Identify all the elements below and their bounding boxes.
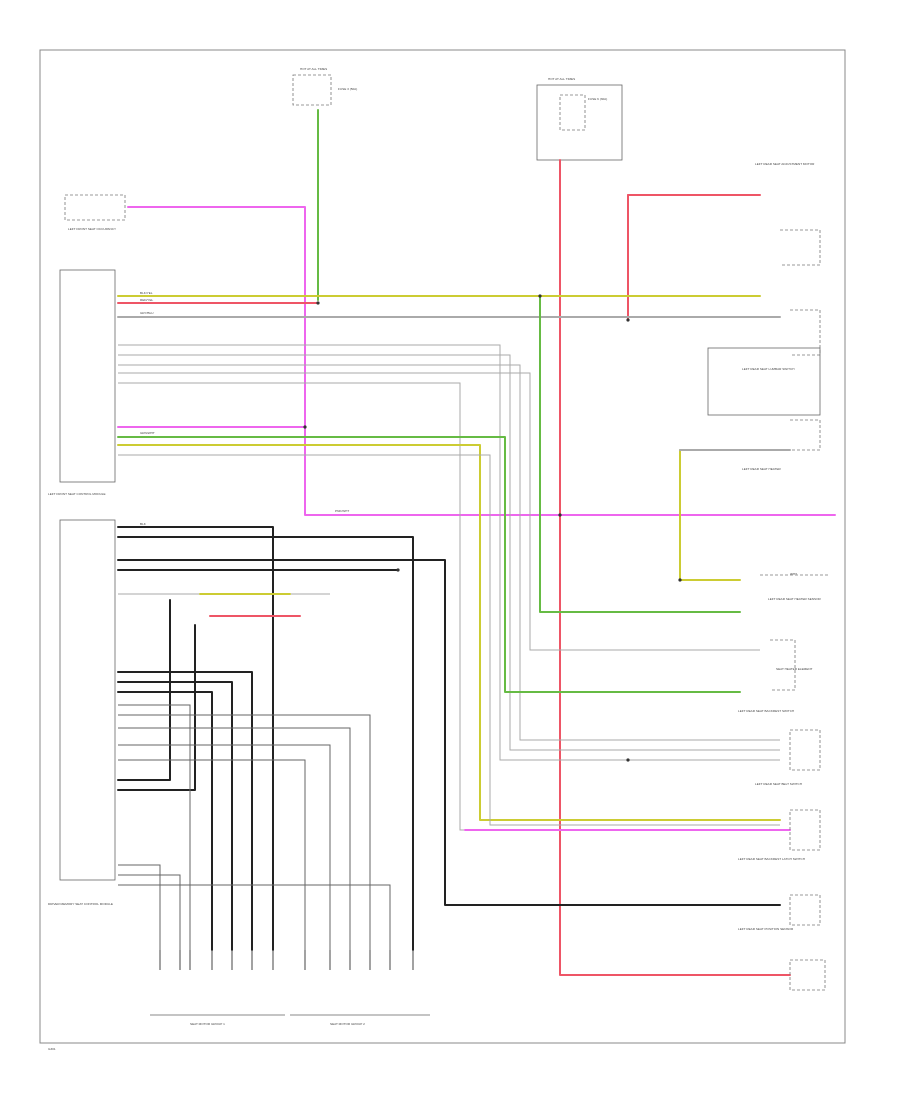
left-rear-adjustment-label: LEFT REAR SEAT ADJUSTMENT MOTOR	[755, 162, 815, 166]
fuse-left-label: FUSE 3 (50A)	[338, 87, 357, 91]
wire-label-yellow: BLK/YEL	[140, 291, 153, 295]
heater-sensor-label: LEFT REAR SEAT HEATER SENSOR	[768, 597, 821, 601]
wire-label-wht: WHT	[790, 572, 797, 576]
seat-control-module: LEFT FRONT SEAT CONTROL MODULE	[48, 269, 116, 496]
backrest-latch-label: LEFT REAR SEAT BACKREST LATCH SWITCH	[738, 857, 805, 861]
wire-label-black: BLK	[140, 522, 147, 526]
right-components: LEFT REAR SEAT ADJUSTMENT MOTOR LEFT REA…	[707, 162, 830, 991]
seat-control-module-label: LEFT FRONT SEAT CONTROL MODULE	[48, 492, 106, 496]
belt-switch-label: LEFT REAR SEAT BELT SWITCH	[755, 782, 802, 786]
motor-group-2-label: SEAT MOTOR GROUP 2	[330, 1022, 365, 1026]
junctions	[303, 294, 682, 762]
lower-wires	[117, 526, 781, 951]
wire-label-green: GRN/WHT	[140, 431, 155, 435]
seat-occupancy-label: LEFT FRONT SEAT OCCUPANCY	[68, 227, 116, 231]
seat-occupancy-component: LEFT FRONT SEAT OCCUPANCY	[64, 194, 126, 231]
fuse-box-left: HOT AT ALL TIMES FUSE 3 (50A)	[292, 67, 357, 106]
upper-wires	[117, 109, 836, 976]
seat-heater-label: LEFT REAR SEAT HEATER	[742, 467, 782, 471]
position-sensor-label: LEFT REAR SEAT POSITION SENSOR	[738, 927, 794, 931]
motor-groups: SEAT MOTOR GROUP 1 SEAT MOTOR GROUP 2	[150, 1014, 430, 1026]
wire-label-grey: GRY/BLU	[140, 311, 154, 315]
heater-element-label: SEAT HEATER ELEMENT	[776, 667, 813, 671]
fuse-right-label: FUSE 6 (30A)	[588, 97, 607, 101]
lumbar-switch-label: LEFT REAR SEAT LUMBAR SWITCH	[742, 367, 794, 371]
hot-at-all-times-right-label: HOT AT ALL TIMES	[548, 77, 575, 81]
fuse-box-right: HOT AT ALL TIMES FUSE 6 (30A)	[536, 77, 623, 161]
wire-label-pink: PNK/WHT	[335, 509, 349, 513]
ground-label: G301	[48, 1047, 56, 1051]
hot-at-all-times-left-label: HOT AT ALL TIMES	[300, 67, 327, 71]
motor-group-1-label: SEAT MOTOR GROUP 1	[190, 1022, 225, 1026]
wire-labels: BLK/YEL RED/YEL GRY/BLU GRN/WHT PNK/WHT …	[140, 291, 797, 576]
wire-label-red: RED/YEL	[140, 298, 154, 302]
backrest-switch-label: LEFT REAR SEAT BACKREST SWITCH	[738, 709, 794, 713]
driver-memory-module-label: DRIVER MEMORY SEAT CONTROL MODULE	[48, 902, 113, 906]
connector-ticks	[159, 950, 414, 970]
driver-memory-module: DRIVER MEMORY SEAT CONTROL MODULE	[48, 519, 116, 906]
diagram-frame	[39, 49, 846, 1044]
